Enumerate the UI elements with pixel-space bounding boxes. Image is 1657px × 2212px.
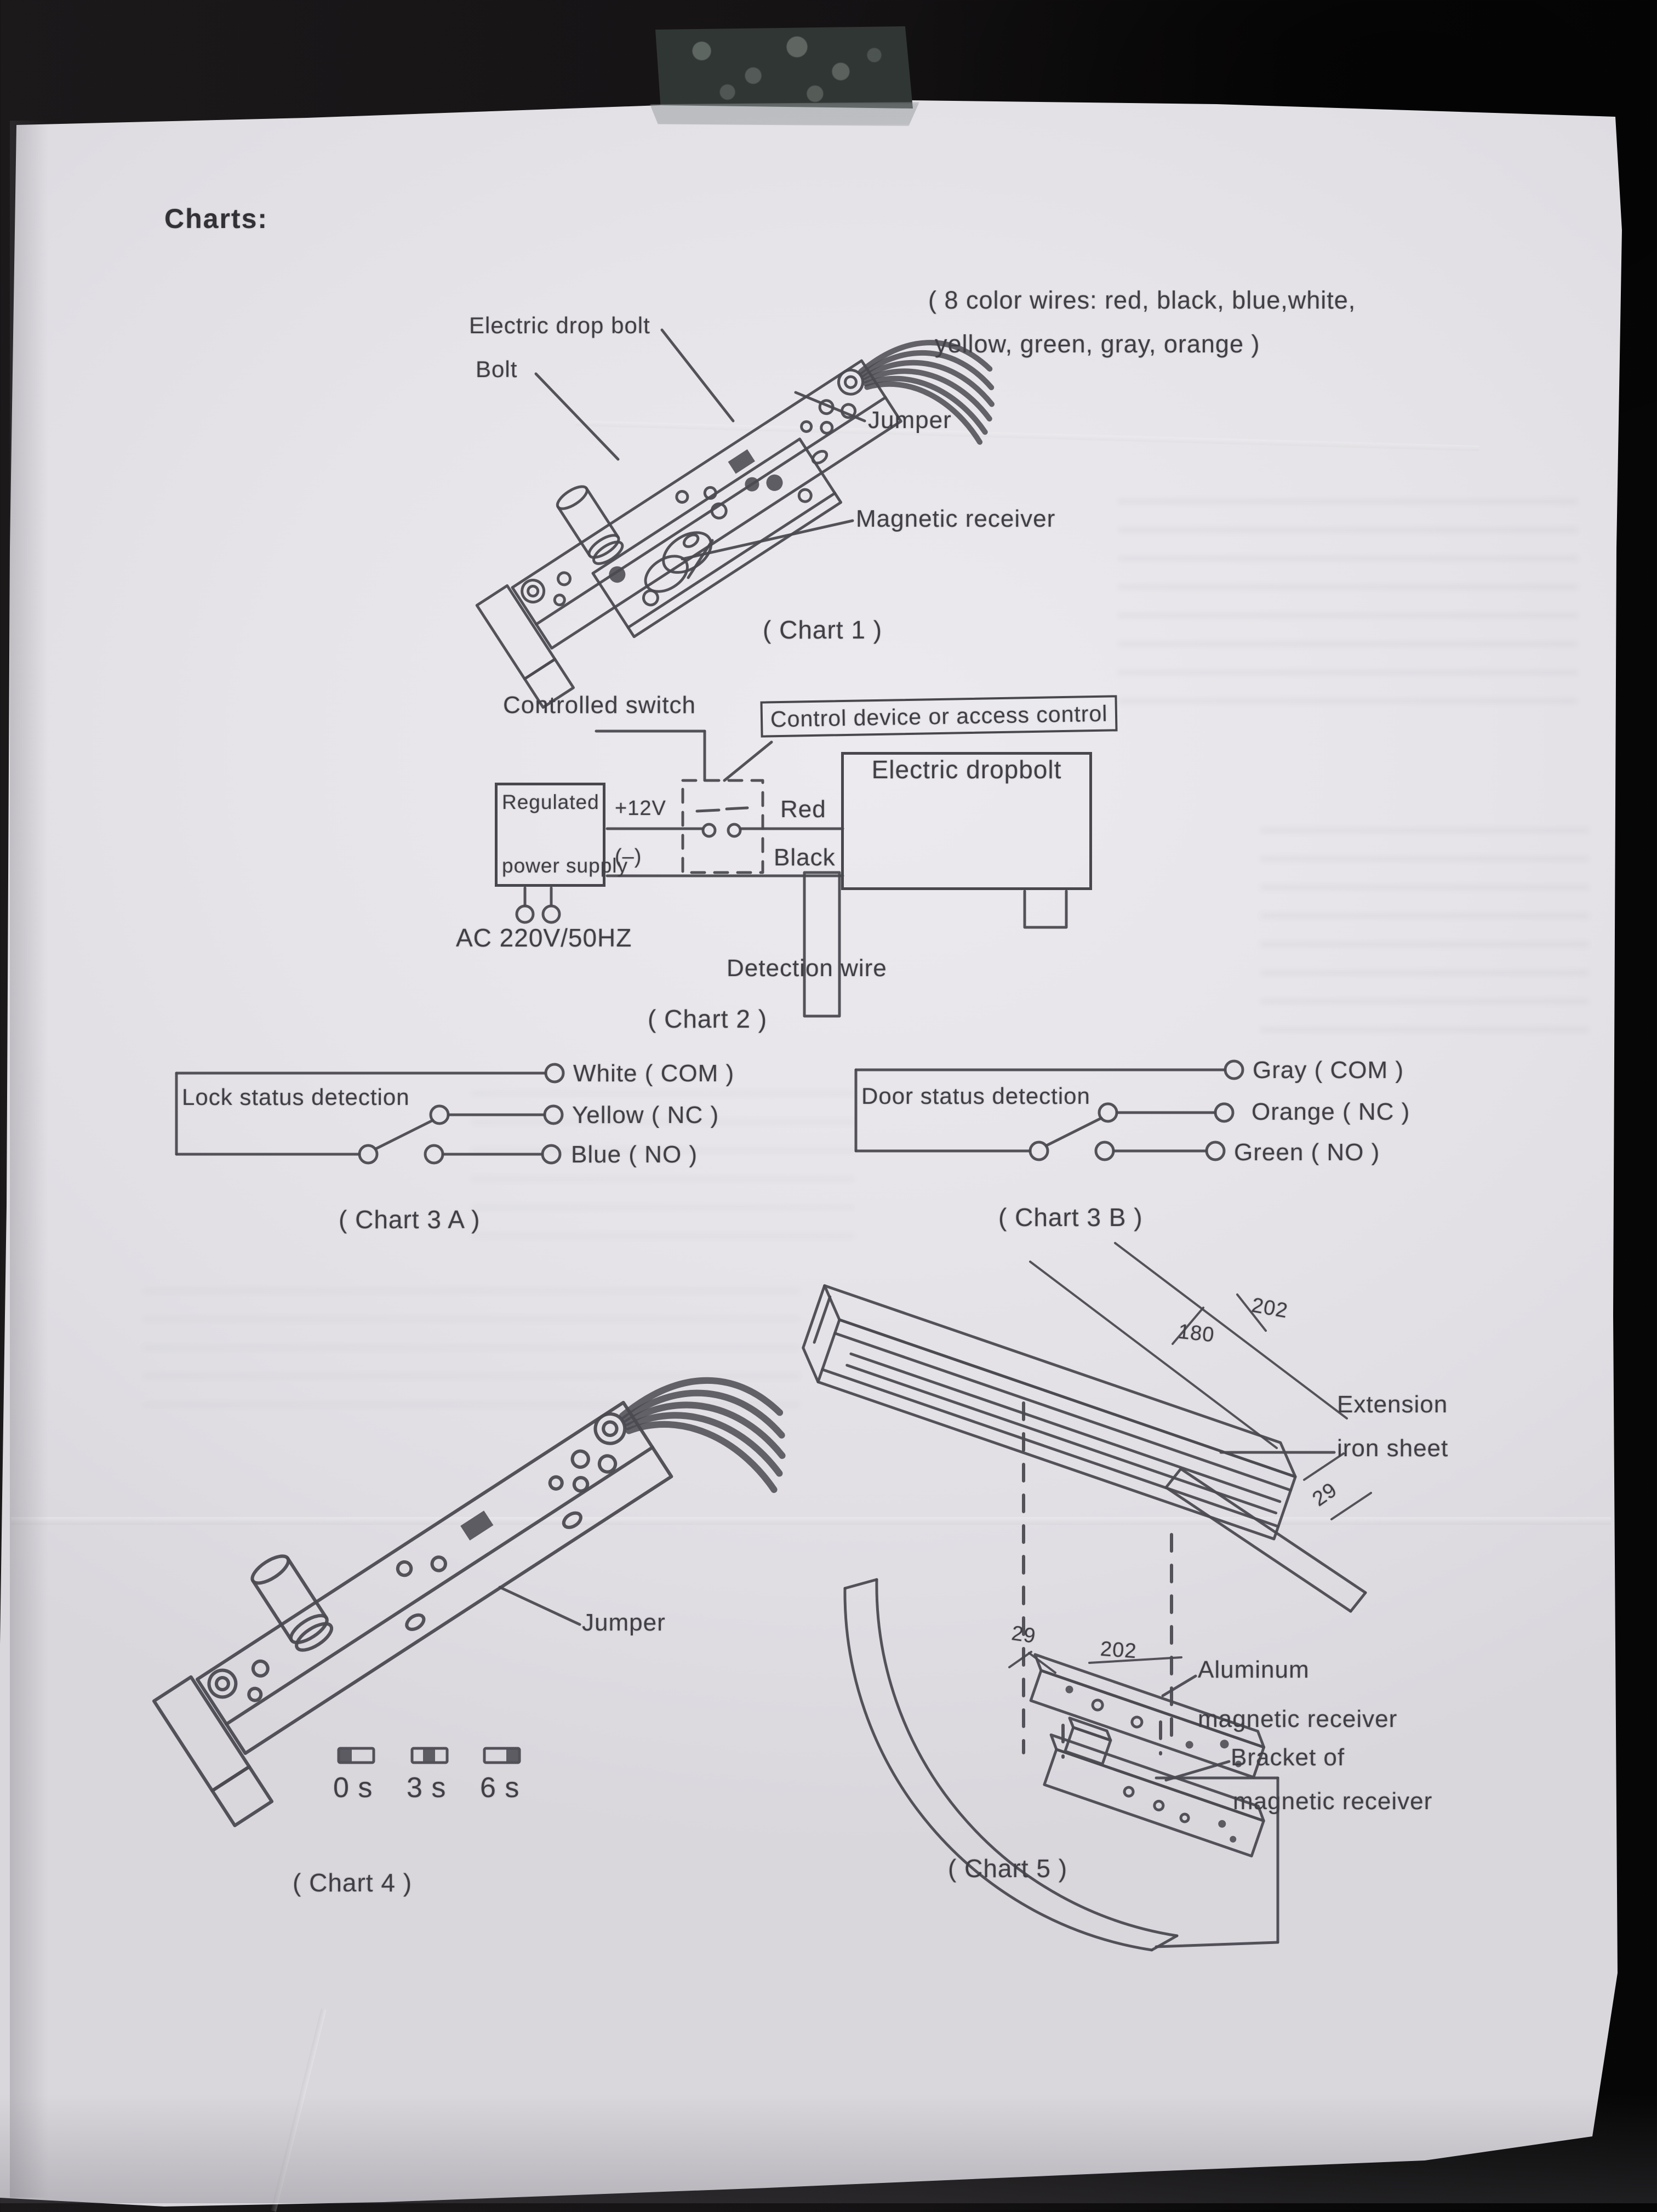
chart3a-terminal-yellow-nc: Yellow ( NC ) [572, 1102, 719, 1128]
chart2-control-device-box: Control device or access control [760, 695, 1118, 738]
chart3a-switch-diagram [175, 1063, 565, 1165]
chart2-electric-dropbolt-box: Electric dropbolt [841, 752, 1092, 890]
chart3b-box-label: Door status detection [861, 1083, 1090, 1109]
chart5-receiver-dimension-lines [1008, 1651, 1182, 1674]
chart3b-terminal-orange-nc: Orange ( NC ) [1252, 1098, 1410, 1125]
chart4-label-jumper: Jumper [582, 1609, 666, 1636]
chart2-label-detection-wire: Detection wire [727, 955, 887, 982]
chart2-label-dropbolt: Electric dropbolt [871, 755, 1062, 784]
chart5-extension-sheet-drawing [1164, 1451, 1372, 1613]
chart3a-caption: ( Chart 3 A ) [339, 1205, 481, 1234]
chart5-frame-tube-drawing [802, 1284, 1297, 1541]
chart1-label-electric-drop-bolt: Electric drop bolt [469, 312, 650, 338]
chart3b-switch-diagram [854, 1059, 1244, 1161]
chart4-setting-0s: 0 s [333, 1772, 373, 1804]
jumper-setting-6s-icon [483, 1747, 521, 1764]
chart4-jumper-leader [498, 1586, 581, 1626]
chart1-label-magnetic-receiver: Magnetic receiver [856, 505, 1056, 532]
chart1-leader-lines [534, 328, 866, 579]
chart5-label-aluminum-line2: magnetic receiver [1198, 1706, 1398, 1732]
chart1-label-jumper: Jumper [868, 407, 952, 434]
chart2-label-psu-line1: Regulated [502, 791, 599, 813]
chart1-caption: ( Chart 1 ) [763, 615, 883, 644]
chart2-label-red: Red [780, 796, 826, 823]
jumper-setting-0s-icon [337, 1747, 375, 1764]
chart1-label-bolt: Bolt [476, 356, 518, 382]
chart1-lock-drawing [475, 340, 995, 709]
chart5-label-extension-line1: Extension [1337, 1391, 1448, 1418]
chart5-caption: ( Chart 5 ) [948, 1854, 1068, 1883]
chart2-label-black: Black [774, 844, 836, 871]
chart1-wires-note-line1: ( 8 color wires: red, black, blue,white, [928, 286, 1356, 314]
chart3b-caption: ( Chart 3 B ) [998, 1203, 1143, 1232]
tape [655, 26, 913, 109]
chart5-label-aluminum-line1: Aluminum [1198, 1656, 1310, 1683]
chart3a-box-label: Lock status detection [182, 1084, 410, 1110]
chart2-label-plus12v: +12V [615, 797, 666, 820]
chart5-bracket-drawing [1043, 1717, 1265, 1858]
chart3b-terminal-green-no: Green ( NO ) [1234, 1139, 1380, 1166]
page-title: Charts: [164, 203, 268, 234]
jumper-setting-3s-icon [410, 1747, 449, 1764]
chart2-caption: ( Chart 2 ) [648, 1005, 768, 1033]
chart2-label-ac-power: AC 220V/50HZ [456, 923, 632, 952]
chart5-dashed-alignment-lines [1022, 1401, 1173, 1759]
chart3a-terminal-blue-no: Blue ( NO ) [571, 1141, 698, 1168]
chart5-label-extension-line2: iron sheet [1337, 1435, 1449, 1462]
chart5-dimension-202-bottom: 202 [1099, 1637, 1138, 1663]
chart5-top-dimension-lines [1029, 1242, 1348, 1449]
chart5-label-bracket-line2: magnetic receiver [1233, 1788, 1433, 1815]
chart2-label-minus: (–) [615, 845, 642, 868]
chart5-leader-lines [1161, 1674, 1231, 1782]
chart4-setting-3s: 3 s [407, 1772, 447, 1804]
chart5-aluminum-receiver-drawing [1029, 1653, 1266, 1779]
chart2-label-control-device: Control device or access control [770, 700, 1108, 732]
chart2-regulated-power-supply-box: Regulated power supply [495, 783, 628, 887]
chart4-setting-6s: 6 s [480, 1772, 520, 1804]
chart3a-terminal-white-com: White ( COM ) [573, 1060, 735, 1087]
chart2-wiring [515, 729, 1068, 1018]
chart4-caption: ( Chart 4 ) [293, 1868, 413, 1897]
chart3b-terminal-gray-com: Gray ( COM ) [1253, 1057, 1404, 1084]
tape-on-paper [650, 102, 919, 126]
chart2-label-psu-line2: power supply [502, 854, 628, 877]
chart1-magnetic-receiver-drawing [591, 437, 843, 638]
chart4-lock-drawing [152, 1377, 786, 1827]
chart5-label-bracket-line1: Bracket of [1231, 1744, 1345, 1771]
chart5-door-corner-drawing [843, 1578, 1279, 1952]
chart5-dimension-180: 180 [1177, 1320, 1216, 1347]
chart5-dimension-29-bottom: 29 [1010, 1622, 1038, 1648]
chart2-label-controlled-switch: Controlled switch [503, 692, 696, 719]
chart1-wires-note-line2: yellow, green, gray, orange ) [935, 330, 1260, 358]
